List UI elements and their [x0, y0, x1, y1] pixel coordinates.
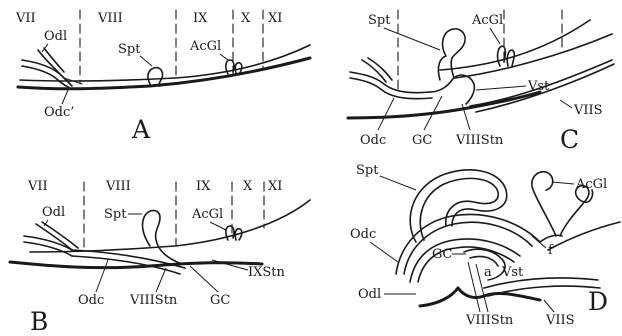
panel-c-spermatheca	[438, 29, 465, 80]
panel-d-label-a: a	[484, 265, 492, 280]
panel-b-segment-ix: IX	[196, 179, 211, 194]
panel-d-leader-acgl	[552, 182, 574, 184]
panel-c-label-gc: GC	[412, 133, 432, 148]
panel-b-segment-xi: XI	[268, 179, 282, 194]
panel-c-letter: C	[560, 125, 579, 154]
panel-b-segment-vii: VII	[27, 179, 48, 194]
panel-a-lateral-oviduct	[22, 60, 72, 88]
panel-c: Spt AcGl Vst VIIS Odc GC VIIIStn C	[348, 10, 614, 154]
panel-c-leader-viis	[560, 100, 572, 108]
panel-d-subgenital-plate	[484, 278, 600, 296]
panel-a-spermatheca	[148, 68, 163, 86]
panel-b-label-odl: Odl	[42, 205, 65, 220]
panel-a-segment-x: X	[241, 11, 251, 26]
panel-b-label-acgl: AcGl	[191, 207, 223, 222]
panel-c-label-viiistn: VIIIStn	[455, 133, 504, 148]
panel-a-segment-vii: VII	[15, 11, 36, 26]
panel-c-leader-vst	[476, 86, 526, 90]
panel-b-label-odc: Odc	[78, 293, 104, 308]
panel-b-segment-viii: VIII	[105, 179, 131, 194]
panel-c-label-vst: Vst	[527, 79, 550, 94]
panel-a-label-odc: Odc’	[44, 105, 74, 120]
panel-b-label-gc: GC	[210, 293, 230, 308]
panel-a-leader-acgl	[220, 54, 228, 60]
panel-d-label-viiistn: VIIIStn	[465, 313, 514, 328]
panel-d-letter: D	[588, 287, 608, 316]
panel-d-leader-odc	[370, 242, 398, 262]
panel-d-body-wall	[420, 288, 540, 306]
panel-a-segment-xi: XI	[268, 11, 282, 26]
panel-a: VII VIII IX X XI Odl Spt AcGl Odc’ A	[15, 10, 310, 144]
panel-b-leader-acgl	[210, 222, 226, 230]
panel-d-label-odl: Odl	[358, 287, 381, 302]
panel-c-label-viis: VIIS	[573, 103, 603, 118]
panel-c-label-odc: Odc	[360, 133, 386, 148]
panel-b-leader-viiistn	[156, 268, 166, 292]
panel-a-leader-spt	[140, 56, 152, 66]
panel-d-gland-duct	[540, 235, 562, 242]
panel-b-segment-x: X	[243, 179, 253, 194]
panel-c-oviduct-branch	[362, 58, 392, 82]
panel-d-label-gc: GC	[432, 247, 452, 262]
panel-d-label-vst: Vst	[501, 265, 524, 280]
panel-d-label-odc: Odc	[350, 227, 376, 242]
panel-b-label-viiistn: VIIIStn	[129, 293, 178, 308]
panel-c-body-wall	[348, 92, 540, 118]
panel-a-body-contour	[20, 45, 310, 81]
panel-c-label-spt: Spt	[368, 13, 391, 28]
panel-b-label-ixstn: IXStn	[248, 265, 286, 280]
panel-d-leader-f	[532, 236, 546, 248]
panel-c-leader-spt	[384, 28, 440, 50]
panel-a-letter: A	[131, 115, 151, 144]
panel-a-segment-ix: IX	[193, 11, 208, 26]
panel-a-label-odl: Odl	[44, 29, 67, 44]
panel-c-genital-chamber	[430, 75, 474, 104]
panel-c-lateral-oviduct	[350, 72, 432, 99]
panel-c-accessory-gland	[498, 46, 515, 66]
panel-c-label-acgl: AcGl	[471, 13, 503, 28]
panel-d-label-spt: Spt	[356, 163, 379, 178]
panel-a-segment-viii: VIII	[97, 11, 123, 26]
panel-b-letter: B	[30, 307, 48, 336]
panel-d-label-acgl: AcGl	[575, 177, 607, 192]
panel-d-label-f: f	[548, 243, 554, 258]
panel-a-label-acgl: AcGl	[189, 39, 221, 54]
panel-d-label-viis: VIIS	[545, 313, 575, 328]
panel-b-common-oviduct	[72, 250, 185, 274]
panel-b-leader-odc	[96, 260, 108, 292]
panel-b-leader-gc	[190, 266, 218, 292]
panel-a-leader-odc	[62, 90, 68, 104]
panel-b-lateral-oviduct	[24, 236, 72, 256]
panel-b: VII VIII IX X XI Odl Spt AcGl IXStn Odc …	[10, 179, 310, 336]
panel-c-leader-odc	[378, 98, 394, 130]
panel-c-body-contour	[440, 20, 612, 78]
panel-d: Spt AcGl Odc GC f a Vst Odl VIIIStn VIIS…	[350, 163, 620, 328]
panel-a-label-spt: Spt	[118, 42, 141, 57]
panel-d-leader-viis	[544, 300, 554, 312]
panel-b-label-spt: Spt	[104, 207, 127, 222]
panel-d-leader-spt	[380, 176, 416, 190]
panel-c-leader-acgl	[490, 28, 500, 44]
panel-d-spermatheca	[410, 170, 506, 242]
